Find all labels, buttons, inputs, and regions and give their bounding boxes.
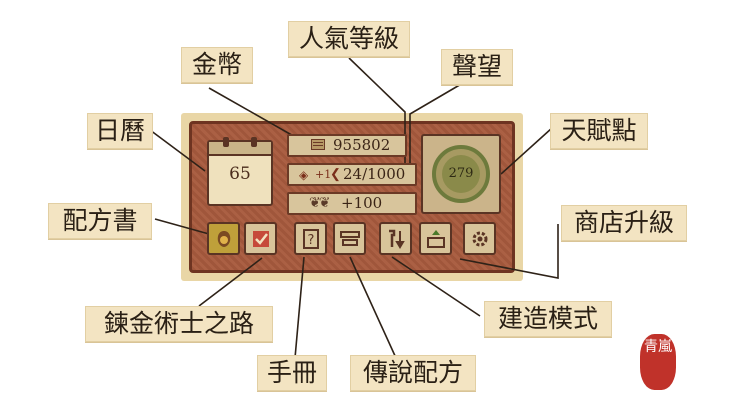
watermark-seal: 青嵐 — [640, 334, 676, 390]
callout-shop-upgrade: 商店升級 — [561, 205, 687, 241]
coins-icon — [311, 139, 325, 150]
day-counter: 65 — [229, 164, 251, 184]
talent-medal-icon[interactable]: 279 — [421, 134, 501, 214]
callout-alchemist-path: 鍊金術士之路 — [85, 306, 273, 342]
shop-upgrade-glyph — [427, 230, 445, 248]
recipe-book-glyph — [217, 231, 231, 247]
callout-recipe-book: 配方書 — [48, 203, 152, 239]
calendar-ring — [223, 137, 229, 147]
laurel-icon: ❦❦ — [309, 195, 331, 211]
shop-upgrade-icon[interactable] — [419, 222, 452, 255]
callout-build-mode: 建造模式 — [484, 301, 612, 337]
popularity-icon: ◈ — [299, 168, 309, 182]
calendar-header — [209, 137, 271, 156]
build-mode-icon[interactable] — [379, 222, 412, 255]
popularity-bar: ◈ +1 ❮ 24/1000 — [287, 163, 417, 186]
feather-icon: ❮ — [330, 167, 341, 182]
gold-value: 955802 — [333, 136, 391, 154]
talent-points-value: 279 — [448, 166, 474, 181]
callout-calendar: 日曆 — [87, 113, 153, 149]
talent-medal-ring: 279 — [432, 145, 490, 203]
svg-text:?: ? — [308, 233, 315, 248]
callout-reputation: 聲望 — [441, 49, 513, 85]
recipe-book-icon[interactable] — [207, 222, 240, 255]
calendar-ring — [251, 137, 257, 147]
build-mode-glyph — [389, 229, 405, 249]
popularity-progress: 24/1000 — [343, 165, 406, 183]
reputation-bar: ❦❦ +100 — [287, 192, 417, 215]
callout-handbook: 手冊 — [257, 355, 327, 391]
alchemist-path-icon[interactable] — [244, 222, 277, 255]
settings-icon[interactable] — [463, 222, 496, 255]
legendary-recipe-icon[interactable] — [333, 222, 366, 255]
handbook-glyph: ? — [303, 229, 319, 249]
reputation-value: +100 — [341, 194, 383, 212]
handbook-icon[interactable]: ? — [294, 222, 327, 255]
alchemist-path-glyph — [253, 231, 269, 247]
gear-glyph — [472, 231, 488, 247]
talent-medal-face: 279 — [442, 155, 480, 193]
popularity-level-bonus: +1 — [315, 168, 332, 181]
legendary-recipe-glyph — [340, 231, 360, 246]
callout-gold: 金幣 — [181, 47, 253, 83]
callout-legendary-recipe: 傳說配方 — [350, 355, 476, 391]
gold-bar: 955802 — [287, 134, 407, 157]
calendar-icon[interactable]: 65 — [207, 137, 273, 206]
callout-talent-points: 天賦點 — [550, 113, 648, 149]
callout-popularity-level: 人氣等級 — [288, 21, 410, 57]
